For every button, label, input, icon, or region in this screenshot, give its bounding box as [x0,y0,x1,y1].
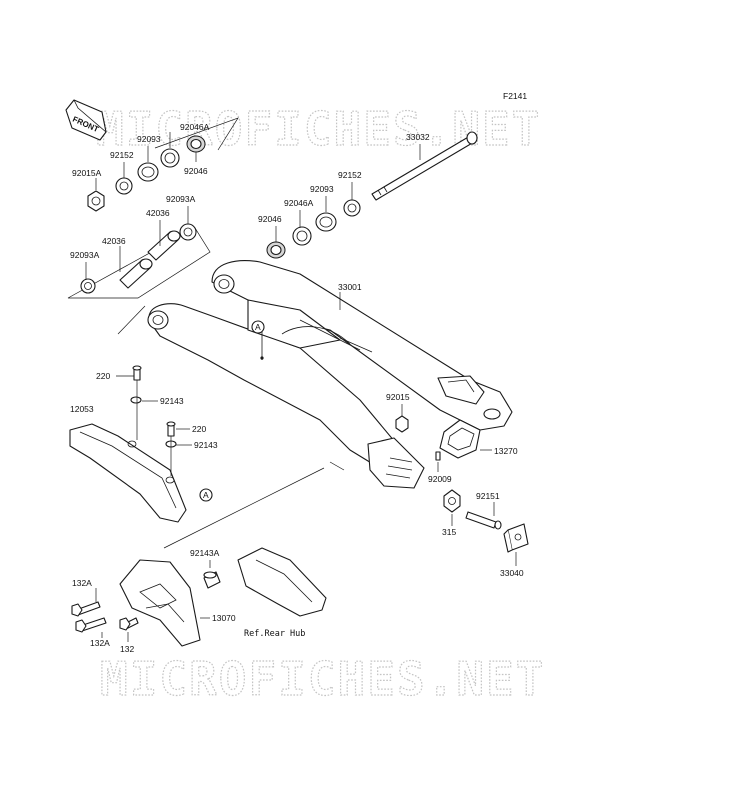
part-315-nut [443,489,461,513]
part-92015-nut [395,415,409,433]
label-92143-a: 92143 [160,396,184,406]
part-chain-guide-block [237,547,327,617]
callout-a-swingarm: A [251,320,265,334]
label-315: 315 [442,527,456,537]
label-132A-b: 132A [90,638,110,648]
label-92093A-mid: 92093A [166,194,196,204]
label-33001: 33001 [338,282,362,292]
label-92015A: 92015A [72,168,102,178]
label-92093A-low: 92093A [70,250,100,260]
ref-rear-hub-note: Ref.Rear Hub [244,629,305,639]
part-220-screw-a [132,365,142,381]
label-92046A-top: 92046A [180,122,210,132]
callout-a-slider: A [199,488,213,502]
label-12053: 12053 [70,404,94,414]
part-92093-seal-right [315,212,337,232]
part-33032-pivot-shaft [371,131,478,201]
label-42036-low: 42036 [102,236,126,246]
label-220-b: 220 [192,424,206,434]
part-92093A-seal-mid [179,223,197,241]
part-92143-collar-a [130,396,142,404]
front-arrow-icon: FRONT [65,99,107,141]
part-42036-sleeve-low [119,258,153,289]
label-33040: 33040 [500,568,524,578]
label-92046-top: 92046 [184,166,208,176]
label-92143-b: 92143 [194,440,218,450]
label-92093-top: 92093 [137,134,161,144]
label-92009: 92009 [428,474,452,484]
part-chain-guide-mount [367,437,425,489]
part-92152-collar-right [343,199,361,217]
part-132A-bolt-a [71,601,101,617]
label-33032: 33032 [406,132,430,142]
part-92046-needle-bearing-top [186,135,206,153]
part-13270-adjuster-plate [439,419,481,459]
label-92152-top: 92152 [110,150,134,160]
construction-line-pivot [117,305,146,335]
part-92046A-bearing-right [292,226,312,246]
figure-code: F2141 [503,91,527,101]
construction-line-guide [163,467,325,549]
label-13070: 13070 [212,613,236,623]
construction-line-mount [329,461,345,471]
label-220-a: 220 [96,371,110,381]
part-132A-bolt-b [75,617,107,633]
label-132A-a: 132A [72,578,92,588]
part-92152-collar-top [115,177,133,195]
part-92151-bolt [465,511,502,530]
part-92093-seal-top [137,162,159,182]
watermark-top: MICROFICHES.NET [96,102,541,156]
part-92046A-bearing-top [160,148,180,168]
label-132: 132 [120,644,134,654]
part-92009-screw [435,451,441,461]
label-92015: 92015 [386,392,410,402]
part-33040-adjuster-block [503,523,529,553]
label-92152-right: 92152 [338,170,362,180]
label-92151: 92151 [476,491,500,501]
part-92143A-collar [203,571,221,589]
label-92046A-right: 92046A [284,198,314,208]
part-33001-swingarm [147,260,513,473]
label-92143A: 92143A [190,548,220,558]
label-92046-right: 92046 [258,214,282,224]
leader-lines [85,132,517,642]
label-42036-mid: 42036 [146,208,170,218]
part-92015A-nut [87,190,105,212]
label-13270: 13270 [494,446,518,456]
label-92093-right: 92093 [310,184,334,194]
part-12053-chain-slider [69,423,187,523]
part-92046-needle-bearing-right [266,241,286,259]
watermark-bottom: MICROFICHES.NET [100,652,545,706]
callout-a-slider-text: A [203,490,209,500]
part-13070-chain-guide [119,559,201,647]
construction-line-top [154,117,239,151]
part-132-bolt [119,617,139,631]
part-42036-sleeve-mid [147,230,181,261]
part-92093A-seal-low [80,278,96,294]
callout-a-text: A [255,322,261,332]
part-220-screw-b [166,421,176,437]
